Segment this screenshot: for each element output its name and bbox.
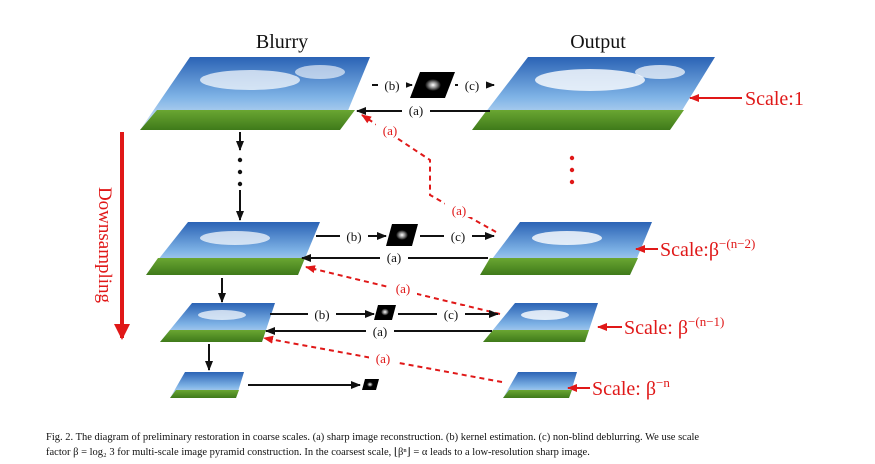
blurry-image-scale-4	[170, 372, 244, 398]
output-image-scale-3	[483, 303, 598, 342]
step-a-label-row1: (a)	[409, 103, 423, 118]
step-a-red-label-2: (a)	[452, 203, 466, 218]
step-b-label-row3: (b)	[314, 307, 329, 322]
step-a-label-row3: (a)	[373, 324, 387, 339]
kernel-image-scale-4	[362, 379, 379, 390]
caption-line-2: factor β = log₂ 3 for multi-scale image …	[46, 447, 590, 458]
scale-label-3: Scale: β−(n−1)	[624, 314, 724, 339]
kernel-image-scale-1	[410, 72, 455, 98]
output-column-title: Output	[570, 31, 626, 53]
step-b-label-row1: (b)	[384, 78, 399, 93]
ellipsis-right	[569, 155, 575, 185]
step-b-label-row2: (b)	[346, 229, 361, 244]
figure-caption: Fig. 2. The diagram of preliminary resto…	[46, 430, 846, 460]
step-a-label-row2: (a)	[387, 250, 401, 265]
step-c-label-row3: (c)	[444, 307, 458, 322]
blurry-image-scale-3	[160, 303, 275, 342]
scale-label-2: Scale:β−(n−2)	[660, 236, 755, 261]
downsampling-label: Downsampling	[94, 187, 115, 304]
step-a-red-label-4: (a)	[376, 351, 390, 366]
output-image-scale-4	[503, 372, 577, 398]
step-a-red-label-3: (a)	[396, 281, 410, 296]
output-image-scale-2	[480, 222, 652, 275]
kernel-image-scale-2	[386, 224, 418, 246]
output-image-scale-1	[472, 57, 715, 130]
step-c-label-row2: (c)	[451, 229, 465, 244]
blurry-column-title: Blurry	[256, 31, 308, 53]
step-c-label-row1: (c)	[465, 78, 479, 93]
ellipsis-left	[237, 157, 243, 187]
step-a-red-label-1: (a)	[383, 123, 397, 138]
scale-label-1: Scale:1	[745, 88, 804, 110]
blurry-image-scale-1	[140, 57, 370, 130]
scale-label-4: Scale: β−n	[592, 375, 670, 400]
kernel-image-scale-3	[374, 305, 396, 320]
blurry-image-scale-2	[146, 222, 320, 275]
caption-line-1: Fig. 2. The diagram of preliminary resto…	[46, 432, 700, 443]
